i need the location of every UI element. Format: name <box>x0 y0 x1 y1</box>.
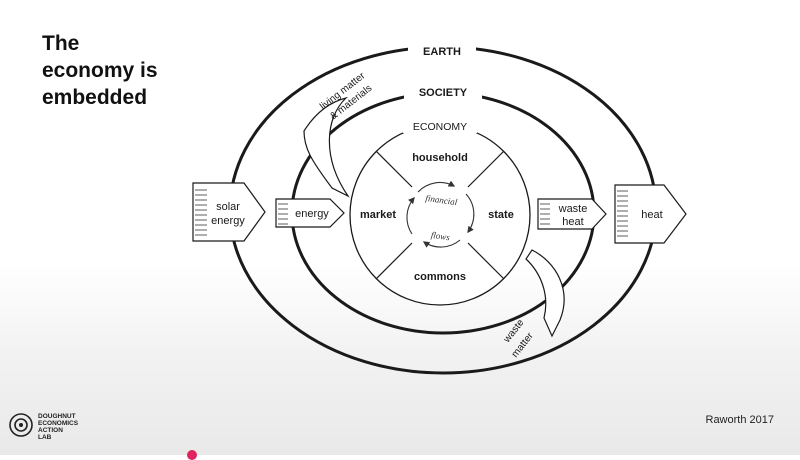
earth-label: EARTH <box>423 46 461 58</box>
waste-matter-arrow <box>525 249 565 338</box>
doughnut-logo-icon <box>9 413 33 437</box>
heat-label: heat <box>641 209 662 221</box>
solar-label-line2: energy <box>211 215 245 227</box>
solar-energy-arrow <box>192 182 266 242</box>
logo-wordmark: DOUGHNUT ECONOMICS ACTION LAB <box>38 413 78 441</box>
society-label: SOCIETY <box>419 87 468 99</box>
solar-energy-hatching <box>195 189 207 236</box>
logo-line-3: ACTION <box>38 427 63 434</box>
title-line-2: economy is <box>42 59 158 82</box>
heat-hatching <box>617 190 628 237</box>
sector-state: state <box>488 209 514 221</box>
waste-heat-hatching <box>540 203 550 225</box>
slide-title: The economy is embedded <box>42 30 242 111</box>
flows-label: flows <box>430 230 451 243</box>
financial-label: financial <box>425 193 459 207</box>
sector-commons: commons <box>414 271 466 283</box>
waste-heat-label-line2: heat <box>562 216 583 228</box>
waste-heat-arrow <box>537 198 607 230</box>
energy-arrow <box>275 198 345 228</box>
solar-label-line1: solar <box>216 201 240 213</box>
doughnut-economics-logo: DOUGHNUT ECONOMICS ACTION LAB <box>8 412 108 444</box>
energy-label: energy <box>295 208 329 220</box>
financial-flows-arrows <box>406 180 475 248</box>
sector-dividers <box>375 150 505 280</box>
economy-label: ECONOMY <box>413 121 467 133</box>
red-indicator-dot <box>187 450 197 460</box>
logo-line-1: DOUGHNUT <box>38 413 76 420</box>
sector-household: household <box>412 152 468 164</box>
energy-hatching <box>278 203 288 225</box>
sector-market: market <box>360 209 396 221</box>
credit-text: Raworth 2017 <box>705 414 775 426</box>
title-line-3: embedded <box>42 86 148 109</box>
logo-line-2: ECONOMICS <box>38 420 79 427</box>
living-matter-arrow <box>303 96 350 198</box>
waste-heat-label-line1: waste <box>558 203 588 215</box>
heat-arrow <box>614 184 687 244</box>
title-line-1: The <box>42 32 80 55</box>
logo-line-4: LAB <box>38 434 52 441</box>
